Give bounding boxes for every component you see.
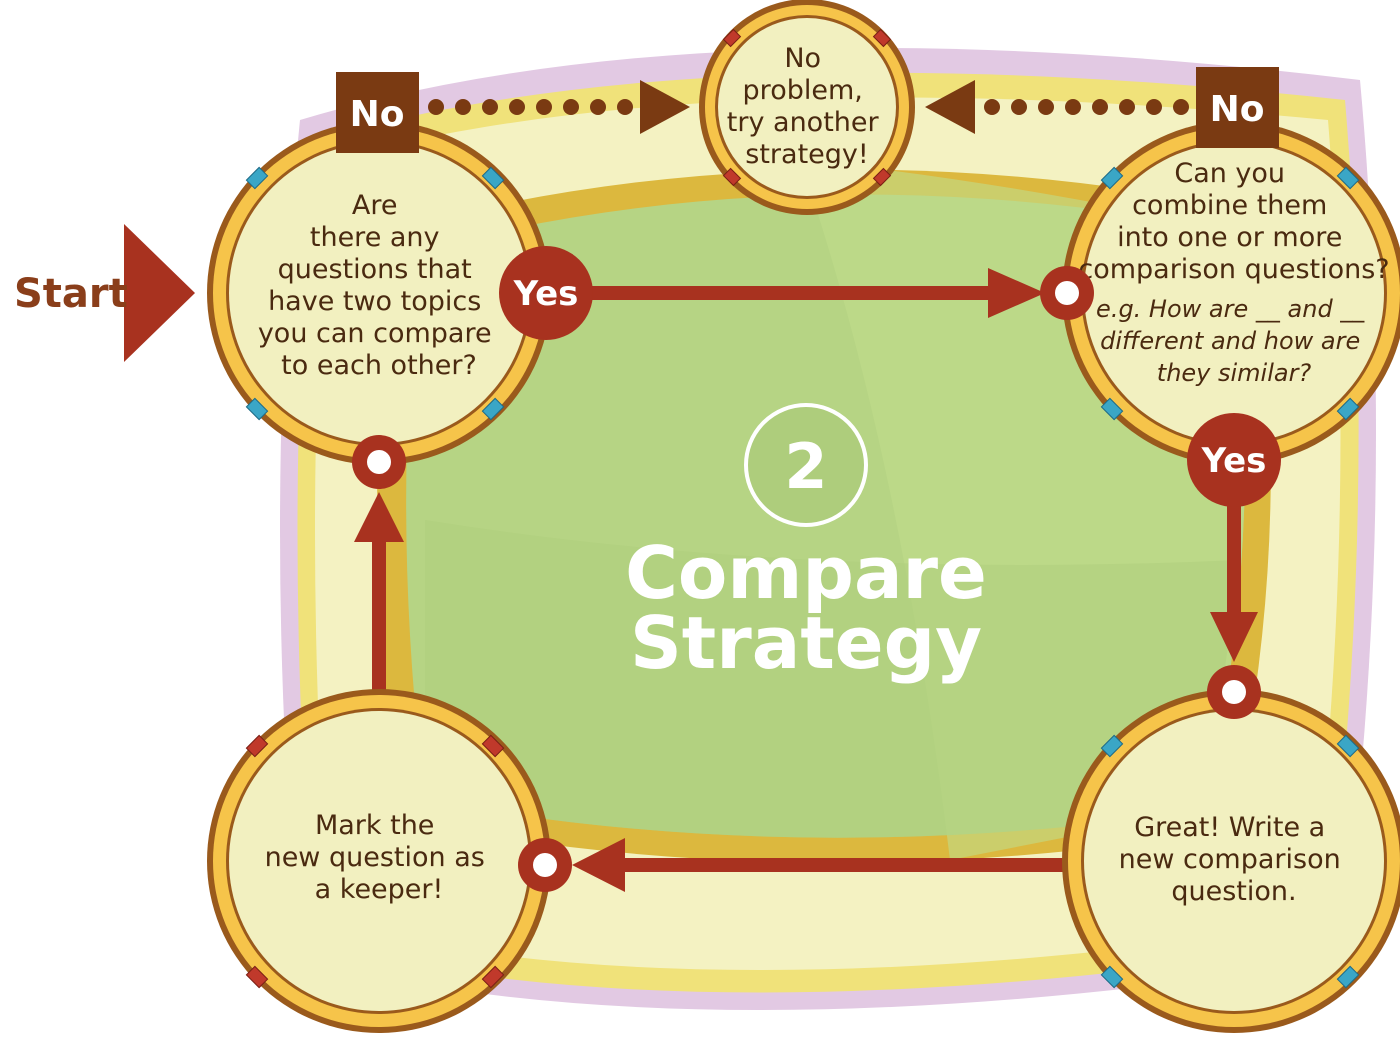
write-question-port-top [1207, 665, 1261, 719]
svg-text:Yes: Yes [513, 274, 579, 314]
yes-right-arrow [1210, 500, 1258, 662]
center-title: 2 Compare Strategy [625, 403, 987, 685]
svg-text:No: No [350, 94, 405, 135]
bottom-horizontal-arrow [572, 838, 1065, 892]
yes-top-arrow [585, 268, 1045, 318]
svg-text:No: No [1210, 89, 1265, 130]
strategy-number-badge [744, 403, 868, 527]
strategy-title-line2: Strategy [630, 601, 982, 685]
write-question-text: Great! Write a new comparison question. [1119, 812, 1350, 907]
no-tag-right: No [1196, 67, 1279, 148]
connectors [124, 80, 1258, 892]
keeper-text: Mark the new question as a keeper! [265, 810, 494, 905]
start-label: Start [14, 271, 128, 317]
strategy-number: 2 [784, 430, 827, 503]
yes-badge-right: Yes [1187, 413, 1281, 507]
svg-text:Yes: Yes [1201, 441, 1267, 481]
left-vertical-arrow [354, 492, 404, 690]
keeper-port-right [518, 838, 572, 892]
node-write-question: Great! Write a new comparison question. [1062, 665, 1400, 1033]
node-question1: Are there any questions that have two to… [207, 121, 551, 489]
strategy-title-line1: Compare [625, 531, 987, 615]
no-tag-left: No [336, 72, 419, 153]
node-keeper: Mark the new question as a keeper! [207, 689, 572, 1033]
no-right-dotted-arrow [925, 80, 1189, 134]
question1-text: Are there any questions that have two to… [258, 190, 500, 381]
question2-text: Can you combine them into one or more co… [1078, 158, 1389, 285]
question2-port-left [1040, 266, 1094, 320]
node-question2: Can you combine them into one or more co… [1040, 121, 1400, 465]
node-no-problem: No problem, try another strategy! [699, 0, 915, 215]
start-arrow [124, 224, 195, 362]
question2-example: e.g. How are __ and __ different and how… [1096, 295, 1372, 387]
no-left-dotted-arrow [428, 80, 690, 134]
question1-port-bottom [352, 435, 406, 489]
yes-badge-top: Yes [499, 246, 593, 340]
no-problem-text: No problem, try another strategy! [727, 43, 887, 170]
